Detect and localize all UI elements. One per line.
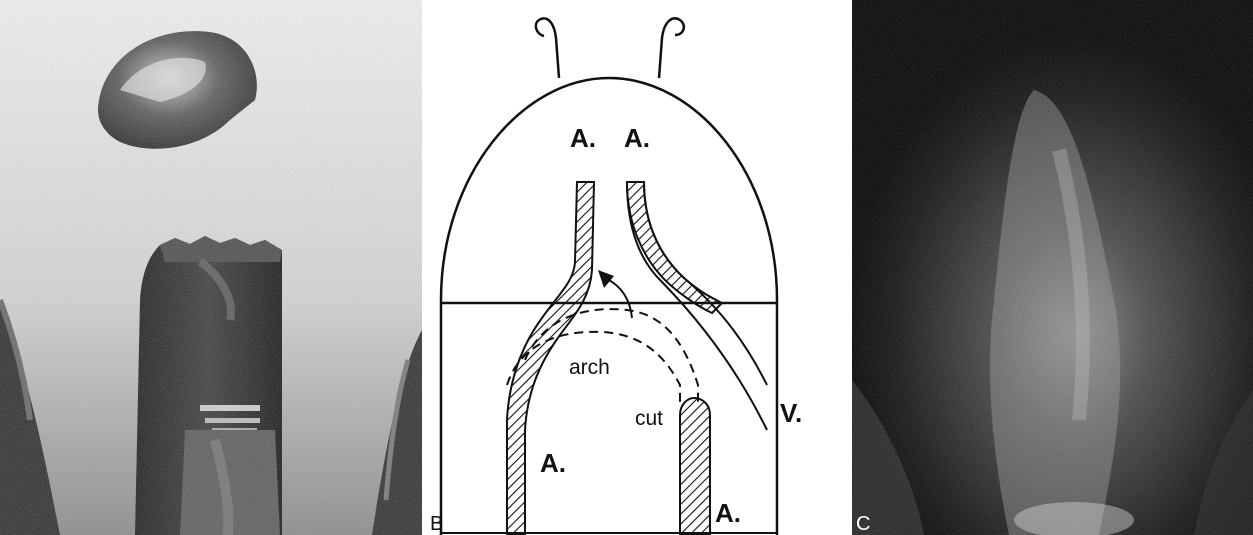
panel-letter-c: C [856, 513, 870, 535]
label-artery-bottom-left: A. [540, 448, 566, 478]
label-arch: arch [569, 356, 610, 379]
label-artery-top-right: A. [624, 123, 650, 153]
label-artery-top-left: A. [570, 123, 596, 153]
arch-diagram: A. A. A. A. V. arch cut B [422, 0, 844, 535]
panel-c-photo: C [844, 0, 1253, 535]
arch-arrow [605, 278, 632, 318]
arch-arrowhead [598, 270, 614, 288]
radiograph-photo: C [844, 0, 1253, 535]
label-vein: V. [780, 398, 802, 428]
left-suture-hook [536, 18, 559, 78]
label-artery-bottom-right: A. [715, 498, 741, 528]
right-suture-hook [659, 18, 684, 78]
right-lower-artery-hatched [680, 398, 710, 535]
specimen-outline [441, 78, 777, 535]
label-cut: cut [635, 407, 663, 430]
panel-a-photo [0, 0, 422, 535]
specimen-photo [0, 0, 422, 535]
panel-letter-b: B [430, 513, 443, 535]
panel-b-diagram: A. A. A. A. V. arch cut B [422, 0, 844, 535]
right-artery-hatched [627, 182, 722, 313]
